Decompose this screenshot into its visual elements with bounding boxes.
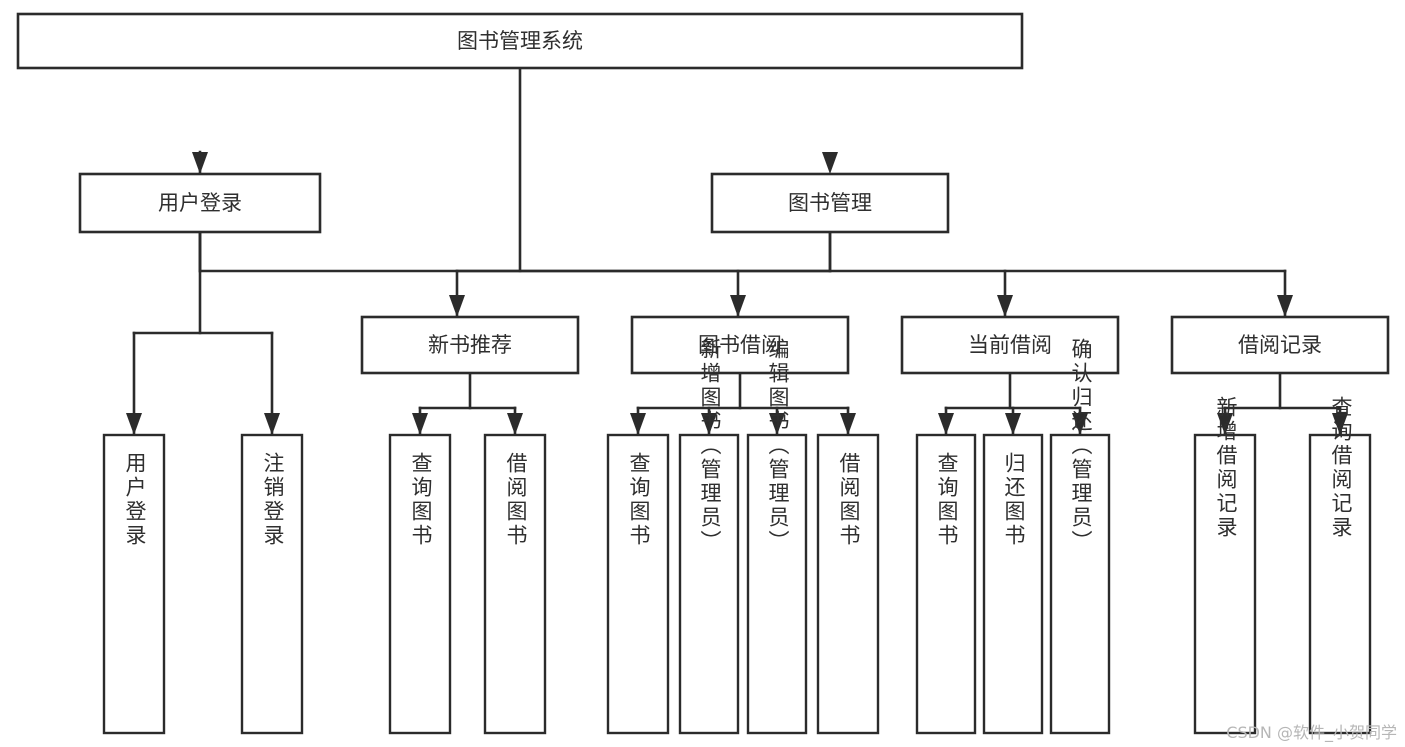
leaf-user-logout-box[interactable] [240, 433, 304, 735]
leaf-add-record[interactable]: 新增借阅记录 [1193, 396, 1257, 735]
node-root[interactable]: 图书管理系统 [16, 12, 1024, 70]
leaf-user-logout[interactable]: 注销登录 [240, 433, 304, 735]
node-current-borrow-label: 当前借阅 [968, 333, 1052, 357]
leaf-confirm-return[interactable]: 确认归还（管理员） [1049, 338, 1111, 735]
leaf-borrow-book-2-label: 借阅图书 [837, 452, 861, 548]
arrowhead-leaf-query-book-3 [938, 413, 954, 435]
node-current-borrow-box[interactable] [900, 315, 1120, 375]
leaf-add-book-label: 新增图书（管理员） [698, 338, 722, 554]
leaf-query-book-1[interactable]: 查询图书 [388, 433, 452, 735]
leaf-query-book-2-label: 查询图书 [627, 452, 651, 548]
arrowhead-borrow-record [1277, 295, 1293, 317]
arrowhead-leaf-borrow-book-1 [507, 413, 523, 435]
node-new-book-recommend-label: 新书推荐 [428, 333, 512, 357]
node-book-manage-box[interactable] [710, 172, 950, 234]
leaf-query-record[interactable]: 查询借阅记录 [1308, 396, 1372, 735]
node-borrow-record-box[interactable] [1170, 315, 1390, 375]
node-borrow-record[interactable]: 借阅记录 [1170, 315, 1390, 375]
node-user-login[interactable]: 用户登录 [78, 172, 322, 234]
leaf-edit-book-box[interactable] [746, 433, 808, 735]
node-book-manage-label: 图书管理 [788, 191, 872, 215]
arrowhead-user-login [192, 152, 208, 174]
leaf-query-book-2-box[interactable] [606, 433, 670, 735]
arrowhead-book-manage [822, 152, 838, 174]
leaf-edit-book-label: 编辑图书（管理员） [766, 338, 790, 554]
leaf-borrow-book-2[interactable]: 借阅图书 [816, 433, 880, 735]
csdn-watermark: CSDN @软件_小贺同学 [1226, 723, 1397, 742]
arrowhead-leaf-query-book-2 [630, 413, 646, 435]
leaf-user-logout-label: 注销登录 [261, 452, 285, 548]
leaf-return-book-box[interactable] [982, 433, 1044, 735]
leaf-query-book-3-box[interactable] [915, 433, 977, 735]
leaf-confirm-return-box[interactable] [1049, 433, 1111, 735]
node-user-login-box[interactable] [78, 172, 322, 234]
node-borrow-record-label: 借阅记录 [1238, 333, 1322, 357]
arrowhead-leaf-borrow-book-2 [840, 413, 856, 435]
arrowhead-new-book-recommend [449, 295, 465, 317]
leaf-query-book-1-box[interactable] [388, 433, 452, 735]
leaf-query-book-2[interactable]: 查询图书 [606, 433, 670, 735]
arrowhead-leaf-user-logout [264, 413, 280, 435]
leaf-query-record-label: 查询借阅记录 [1329, 396, 1353, 540]
leaf-query-book-3[interactable]: 查询图书 [915, 433, 977, 735]
arrowhead-leaf-query-book-1 [412, 413, 428, 435]
node-root-label: 图书管理系统 [457, 29, 583, 53]
node-current-borrow[interactable]: 当前借阅 [900, 315, 1120, 375]
arrowhead-leaf-return-book [1005, 413, 1021, 435]
node-book-manage[interactable]: 图书管理 [710, 172, 950, 234]
leaf-user-login[interactable]: 用户登录 [102, 433, 166, 735]
node-book-borrow[interactable]: 图书借阅 [630, 315, 850, 375]
leaf-borrow-book-1-box[interactable] [483, 433, 547, 735]
leaf-return-book-label: 归还图书 [1002, 452, 1026, 548]
leaf-add-record-label: 新增借阅记录 [1214, 396, 1238, 540]
arrowhead-leaf-user-login [126, 413, 142, 435]
leaf-edit-book[interactable]: 编辑图书（管理员） [746, 338, 808, 735]
node-user-login-label: 用户登录 [158, 191, 242, 215]
node-root-box[interactable] [16, 12, 1024, 70]
connector-layer [126, 66, 1348, 437]
leaf-confirm-return-label: 确认归还（管理员） [1069, 338, 1093, 554]
leaf-borrow-book-1-label: 借阅图书 [504, 452, 528, 548]
leaf-return-book[interactable]: 归还图书 [982, 433, 1044, 735]
leaf-user-login-label: 用户登录 [123, 452, 147, 548]
arrowhead-book-borrow [730, 295, 746, 317]
node-new-book-recommend-box[interactable] [360, 315, 580, 375]
arrowhead-current-borrow [997, 295, 1013, 317]
leaf-query-record-box[interactable] [1308, 433, 1372, 735]
leaf-query-book-1-label: 查询图书 [409, 452, 433, 548]
leaf-add-record-box[interactable] [1193, 433, 1257, 735]
leaf-add-book[interactable]: 新增图书（管理员） [678, 338, 740, 735]
leaf-query-book-3-label: 查询图书 [935, 452, 959, 548]
node-book-borrow-box[interactable] [630, 315, 850, 375]
leaf-borrow-book-2-box[interactable] [816, 433, 880, 735]
leaf-borrow-book-1[interactable]: 借阅图书 [483, 433, 547, 735]
node-new-book-recommend[interactable]: 新书推荐 [360, 315, 580, 375]
leaf-user-login-box[interactable] [102, 433, 166, 735]
leaf-add-book-box[interactable] [678, 433, 740, 735]
node-book-borrow-label: 图书借阅 [698, 333, 782, 357]
